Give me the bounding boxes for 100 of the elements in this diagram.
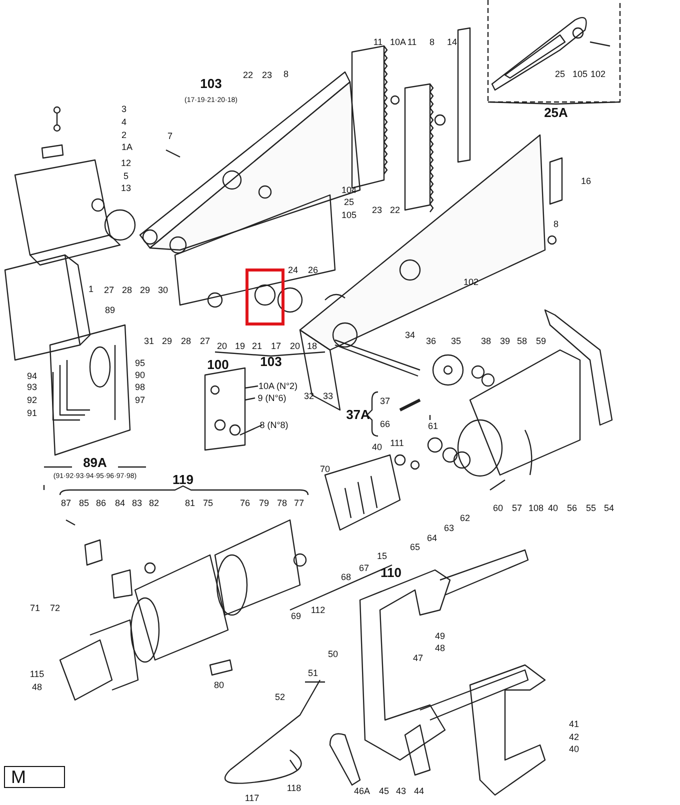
callout-number: 72 xyxy=(50,603,60,613)
callout-number: 81 xyxy=(185,498,195,508)
callout-number: 50 xyxy=(328,649,338,659)
callout-number: 40 xyxy=(569,744,579,754)
callout-number: 63 xyxy=(444,523,454,533)
callout-number: 17 xyxy=(271,341,281,351)
callout-number: 59 xyxy=(536,336,546,346)
callout-number: 16 xyxy=(581,176,591,186)
callout-number: 29 xyxy=(162,336,172,346)
callout-number: 89 xyxy=(105,305,115,315)
callout-number: 1A xyxy=(122,142,132,152)
callout-number: 87 xyxy=(61,498,71,508)
callout-number: 90 xyxy=(135,370,145,380)
callout-number: 49 xyxy=(435,631,445,641)
page-letter: M xyxy=(4,766,65,788)
callout-number: 82 xyxy=(149,498,159,508)
callout-number: 22 xyxy=(243,70,253,80)
callout-number: 68 xyxy=(341,572,351,582)
callout-number: 20 xyxy=(217,341,227,351)
callout-number: 84 xyxy=(115,498,125,508)
callout-number: 26 xyxy=(308,265,318,275)
callout-number: 11 xyxy=(407,37,417,47)
callout-number: 41 xyxy=(569,719,579,729)
callout-number: 85 xyxy=(79,498,89,508)
callout-number: 15 xyxy=(377,551,387,561)
callout-number: 46A xyxy=(354,786,370,796)
callout-number: 77 xyxy=(294,498,304,508)
callout-number: 57 xyxy=(512,503,522,513)
callout-number: 35 xyxy=(451,336,461,346)
callout-number: 20 xyxy=(290,341,300,351)
callout-number: 36 xyxy=(426,336,436,346)
callout-number: 33 xyxy=(323,391,333,401)
callout-number: 111 xyxy=(390,438,404,448)
callout-number: 65 xyxy=(410,542,420,552)
callout-number: 48 xyxy=(32,682,42,692)
callout-number: 56 xyxy=(567,503,577,513)
callout-number: 105 xyxy=(572,69,588,79)
callout-number: 14 xyxy=(447,37,457,47)
assembly-number: 110 xyxy=(380,566,402,580)
callout-number: 30 xyxy=(158,285,168,295)
callout-number: 80 xyxy=(214,680,224,690)
callout-number: 8 (N°8) xyxy=(260,420,288,430)
callout-number: 23 xyxy=(262,70,272,80)
callout-number: 75 xyxy=(203,498,213,508)
assembly-number: 103 xyxy=(200,77,222,91)
callout-number: 102 xyxy=(463,277,479,287)
callout-number: 86 xyxy=(96,498,106,508)
callout-number: 40 xyxy=(372,442,382,452)
callout-number: 27 xyxy=(104,285,114,295)
callout-number: 38 xyxy=(481,336,491,346)
callout-number: 98 xyxy=(135,382,145,392)
callout-number: 62 xyxy=(460,513,470,523)
callout-number: 28 xyxy=(122,285,132,295)
callout-number: 29 xyxy=(140,285,150,295)
callout-number: 10A (N°2) xyxy=(258,381,298,391)
callout-number: 40 xyxy=(548,503,558,513)
callout-number: 112 xyxy=(310,605,326,615)
callout-number: 51 xyxy=(308,668,318,678)
callout-number: 95 xyxy=(135,358,145,368)
callout-number: 11 xyxy=(373,37,383,47)
callout-number: 76 xyxy=(240,498,250,508)
callout-number: 9 (N°6) xyxy=(258,393,286,403)
callout-number: 7 xyxy=(168,131,172,141)
callout-number: 108 xyxy=(528,503,544,513)
callout-number: 61 xyxy=(428,421,438,431)
callout-number: 64 xyxy=(427,533,437,543)
callout-number: 24 xyxy=(288,265,298,275)
callout-number: 102 xyxy=(590,69,606,79)
callout-number: 44 xyxy=(414,786,424,796)
callout-number: 21 xyxy=(252,341,262,351)
callout-number: 42 xyxy=(569,732,579,742)
callout-number: 18 xyxy=(307,341,317,351)
callout-number: 48 xyxy=(435,643,445,653)
callout-number: 67 xyxy=(359,563,369,573)
callout-number: 2 xyxy=(122,130,126,140)
callout-number: 71 xyxy=(30,603,40,613)
callout-number: 25 xyxy=(555,69,565,79)
assembly-number: 37A xyxy=(346,408,370,422)
callout-number: 8 xyxy=(430,37,434,47)
callout-number: 58 xyxy=(517,336,527,346)
callout-number: 47 xyxy=(413,653,423,663)
callout-number: 8 xyxy=(554,219,558,229)
assembly-number: 89A xyxy=(83,456,107,470)
callout-number: 31 xyxy=(144,336,154,346)
callout-number: 117 xyxy=(244,793,260,803)
callout-number: 94 xyxy=(27,371,37,381)
callout-number: 5 xyxy=(124,171,128,181)
assembly-number: 25A xyxy=(544,106,568,120)
callout-number: 54 xyxy=(604,503,614,513)
callout-number: 60 xyxy=(493,503,503,513)
callout-number: 12 xyxy=(121,158,131,168)
callout-number: 78 xyxy=(277,498,287,508)
callout-number: 4 xyxy=(122,117,126,127)
callout-number: 66 xyxy=(380,419,390,429)
callout-number: 43 xyxy=(396,786,406,796)
callout-number: 13 xyxy=(121,183,131,193)
assembly-number: 103 xyxy=(260,355,282,369)
callout-number: 10A xyxy=(390,37,406,47)
callout-number: 55 xyxy=(586,503,596,513)
assembly-number: 119 xyxy=(172,473,194,487)
